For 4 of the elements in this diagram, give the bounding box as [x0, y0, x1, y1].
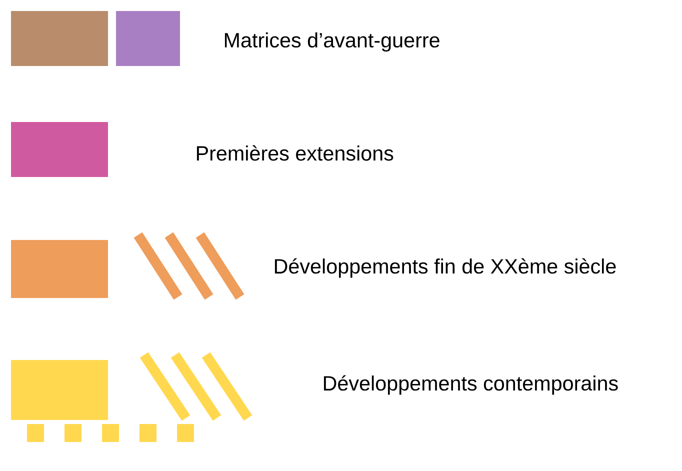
legend-label: Développements fin de XXème siècle [274, 258, 616, 278]
legend-label: Matrices d’avant-guerre [224, 32, 440, 52]
legend-label: Premières extensions [196, 145, 394, 161]
legend-label: Développements contemporains [324, 375, 618, 395]
